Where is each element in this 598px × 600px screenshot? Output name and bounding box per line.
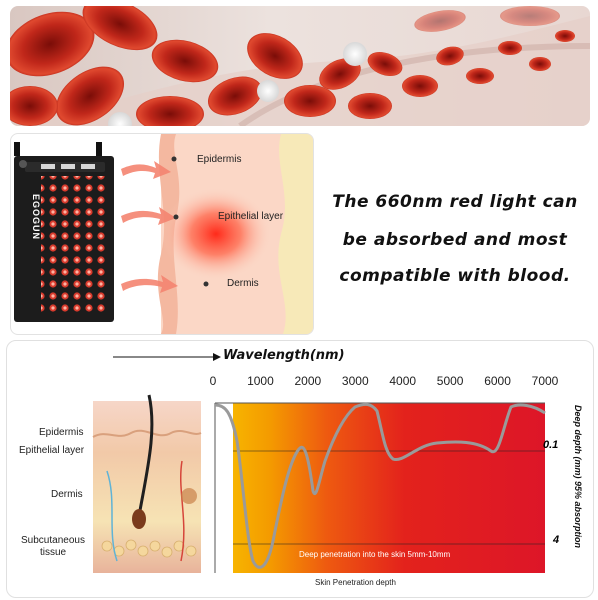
skin-layer-dermis: Dermis [227, 278, 259, 289]
penetration-annotation: Deep penetration into the skin 5mm-10mm [299, 550, 451, 559]
headline-line-3: compatible with blood. [339, 266, 571, 286]
skin-layer-epidermis: Epidermis [197, 154, 242, 165]
spectrum-band [233, 403, 545, 573]
tick-label: 0 [209, 374, 217, 388]
skin-penetration-panel: Epidermis Epithelial layer Dermis EGOGUN [10, 133, 314, 335]
blood-cells-banner [10, 6, 590, 126]
blood-cells-illustration [10, 6, 590, 126]
arrow-right-icon [213, 353, 221, 361]
right-value-4: 4 [553, 534, 560, 546]
hair-strand [137, 394, 154, 517]
tick-label: 5000 [436, 374, 464, 388]
right-axis-label: Deep depth (mm) 95% absorption [573, 405, 583, 549]
tick-label: 6000 [484, 374, 511, 388]
tick-label: 7000 [531, 374, 559, 388]
device-brand-logo: EGOGUN [31, 194, 41, 241]
chart-layer-epithelial: Epithelial layer [19, 445, 85, 456]
tick-label: 3000 [341, 374, 369, 388]
skin-layer-epithelial: Epithelial layer [218, 211, 284, 222]
chart-layer-dermis: Dermis [51, 489, 83, 500]
right-value-0-1: 0.1 [543, 439, 559, 451]
chart-layer-epidermis: Epidermis [39, 427, 84, 438]
headline-line-2: be absorbed and most [342, 230, 568, 250]
absorption-curve [214, 402, 546, 569]
chart-layer-subcutaneous: Subcutaneous tissue [21, 535, 85, 558]
chart-xlabel: Skin Penetration depth [315, 578, 396, 587]
tick-label: 4000 [389, 374, 417, 388]
wavelength-chart-panel: Wavelength(nm) 0 1000 2000 3000 4000 5000 6000… [6, 340, 594, 598]
headline-line-1: The 660nm red light can [332, 192, 578, 212]
skin-illustration [14, 134, 313, 334]
wavelength-chart [92, 353, 546, 573]
tick-label: 1000 [247, 374, 274, 388]
chart-title: Wavelength(nm) [223, 348, 345, 363]
tick-label: 2000 [294, 374, 322, 388]
